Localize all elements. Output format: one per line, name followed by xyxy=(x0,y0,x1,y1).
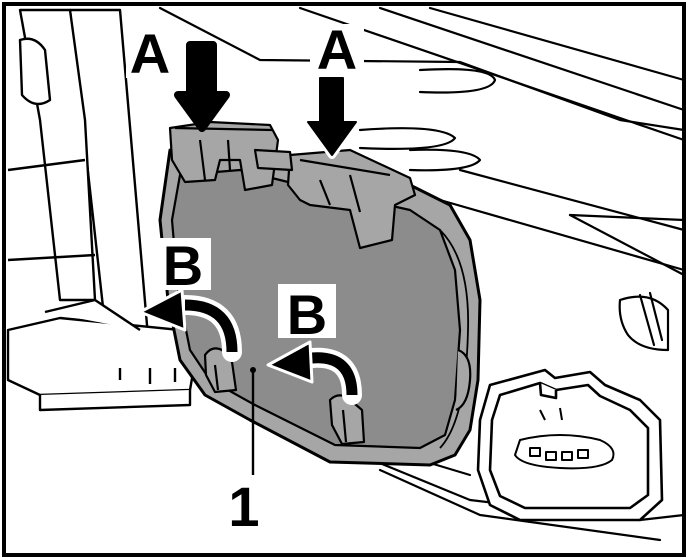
label-b-right: B xyxy=(287,283,327,346)
label-backgrounds xyxy=(126,24,364,530)
arrow-a-right xyxy=(304,74,360,159)
connector-plug xyxy=(476,368,664,522)
bottom-clips xyxy=(203,347,366,446)
label-b-left: B xyxy=(163,234,203,297)
arrow-b-right xyxy=(266,340,362,405)
label-a-left: A xyxy=(130,22,170,85)
side-clip xyxy=(455,348,472,412)
label-a-right: A xyxy=(317,18,357,81)
top-clips xyxy=(168,120,417,250)
part-1-leader-dot xyxy=(250,367,256,373)
left-bracket xyxy=(6,8,202,412)
label-part-number: 1 xyxy=(228,475,259,538)
arrow-a-left xyxy=(174,41,230,132)
arrow-b-left xyxy=(138,288,242,362)
